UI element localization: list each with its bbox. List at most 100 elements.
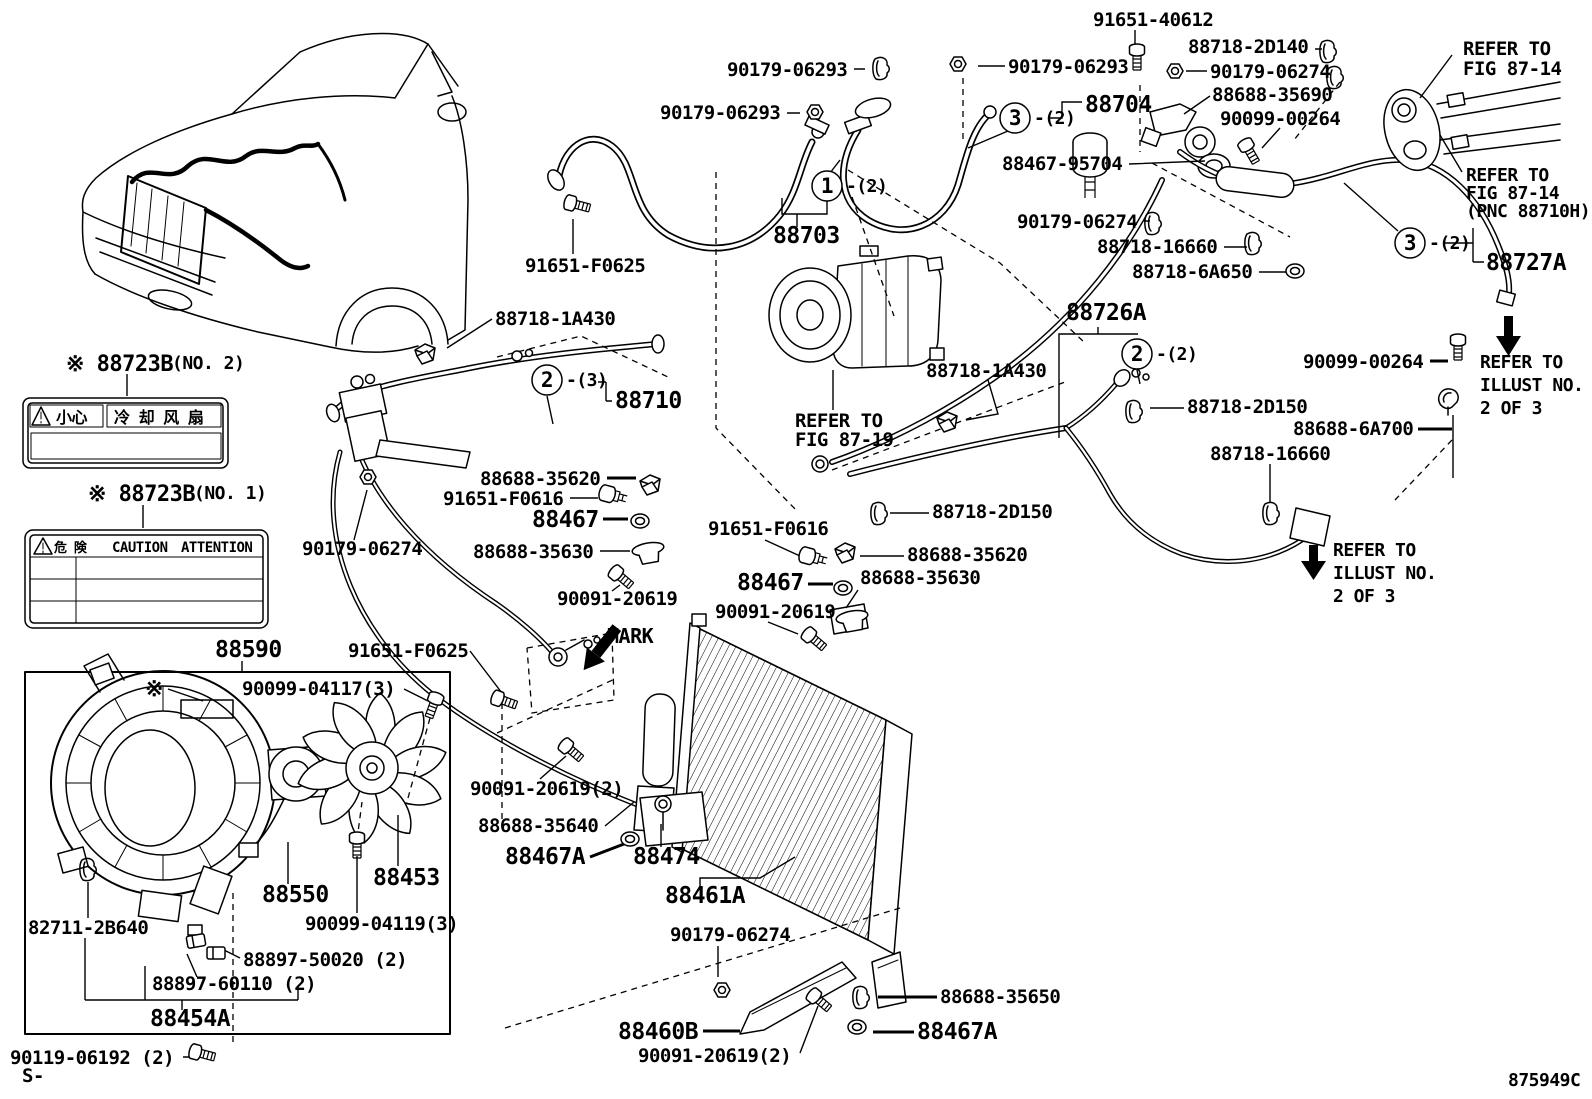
connector-icon <box>206 946 226 960</box>
mark-note: MARK <box>607 624 654 648</box>
part-label: 88467A <box>917 1019 998 1045</box>
part-label: 90091-20619(2) <box>470 778 623 800</box>
fan-shroud <box>50 653 276 936</box>
nut-icon <box>1166 63 1184 79</box>
part-label: (NO. 2) <box>172 353 244 374</box>
bolt-icon <box>1128 43 1146 71</box>
part-label: 90119-06192 (2) <box>10 1047 174 1069</box>
part-label: 88454A <box>150 1006 231 1032</box>
bolt-icon <box>186 1042 218 1066</box>
part-label: 88688-35650 <box>940 986 1060 1008</box>
refer-down-arrow <box>1301 545 1326 580</box>
part-label: 88897-60110 (2) <box>152 973 316 995</box>
part-label: 88897-50020 (2) <box>243 949 407 971</box>
part-label: 88467 <box>737 570 804 596</box>
drawing-code: 875949C <box>1508 1070 1580 1091</box>
caution-plate-main <box>24 529 269 629</box>
grommet-icon <box>1285 263 1305 279</box>
bracket-icon <box>834 542 856 564</box>
part-label: 88718-6A650 <box>1132 261 1252 283</box>
lower-stay-88460b <box>739 951 907 1035</box>
clip-icon <box>1319 39 1337 64</box>
part-label: 88703 <box>773 223 840 249</box>
part-label: ※ 88723B <box>88 482 195 507</box>
part-label: 90179-06274 <box>302 538 422 560</box>
part-label: 88688-35620 <box>907 544 1027 566</box>
part-label: 90091-20619(2) <box>638 1045 791 1067</box>
leader-lines-thick <box>589 359 1452 1034</box>
part-label: 88590 <box>215 637 282 663</box>
part-label: 88688-35690 <box>1212 84 1332 106</box>
pipe-88726a <box>847 368 1331 564</box>
part-label: 88704 <box>1085 92 1152 118</box>
fan-motor <box>238 745 327 858</box>
hose-88704 <box>839 97 997 234</box>
part-label: 88718-1A430 <box>495 308 615 330</box>
connector-icon <box>185 932 207 950</box>
part-label: 88718-2D150 <box>1187 396 1307 418</box>
part-label: 82711-2B640 <box>28 917 148 939</box>
cowl-flange <box>1383 81 1561 172</box>
vehicle-sketch <box>81 32 469 353</box>
bolt-icon <box>798 624 830 655</box>
part-label: ※ <box>145 677 163 702</box>
leader-lines <box>84 30 1484 1058</box>
bolt-icon <box>561 193 593 217</box>
part-label: 88550 <box>262 882 329 908</box>
part-label: 91651-F0616 <box>708 518 828 540</box>
part-label: 90091-20619 <box>715 601 835 623</box>
nut-icon <box>713 982 731 998</box>
callout-bubbles: 1-(2)3-(2)2-(3)2-(2)3-(2) <box>531 102 1471 396</box>
part-label: 90099-00264 <box>1220 108 1340 130</box>
nut-icon <box>359 469 377 485</box>
bolt-icon <box>1235 135 1264 167</box>
part-label: 88474 <box>633 844 700 870</box>
callout-2: 2 -(3) <box>531 364 608 396</box>
part-label: 88718-2D140 <box>1188 36 1308 58</box>
svg-text:-(2): -(2) <box>1034 108 1075 129</box>
hose-88703 <box>547 115 830 252</box>
part-label: 88467 <box>532 507 599 533</box>
part-label: 危 険 <box>54 540 88 556</box>
svg-text:1: 1 <box>821 174 833 198</box>
part-label: 88467A <box>505 844 586 870</box>
part-label: 90179-06274 <box>1210 61 1330 83</box>
bracket-icon <box>414 343 436 365</box>
black-arrows <box>583 316 1521 671</box>
cap-icon <box>630 539 667 567</box>
part-label: (NO. 1) <box>194 483 266 504</box>
nut-icon <box>949 56 967 72</box>
part-label: 91651-F0625 <box>525 255 645 277</box>
bolt-icon <box>421 689 446 721</box>
part-label: 90179-06274 <box>1017 211 1137 233</box>
callout-3: 3-(2) <box>1394 227 1471 259</box>
svg-text:-(2): -(2) <box>1156 344 1197 365</box>
series-note: S- <box>22 1065 44 1087</box>
part-label: 90099-04117(3) <box>242 678 395 700</box>
part-label: 90099-00264 <box>1303 351 1423 373</box>
part-label: 90179-06293 <box>1008 56 1128 78</box>
clip-icon <box>1244 231 1262 256</box>
clip-icon <box>1262 501 1280 526</box>
condenser <box>633 603 913 955</box>
part-label: 88718-1A430 <box>926 360 1046 382</box>
bolt-icon <box>488 688 520 713</box>
part-label: 91651-F0625 <box>348 640 468 662</box>
clip-icon <box>1125 399 1143 424</box>
callout-3: 3 -(2) <box>999 102 1076 134</box>
callout-1: 1-(2) <box>811 170 888 202</box>
part-label: 90179-06274 <box>670 924 790 946</box>
part-label: 90091-20619 <box>557 588 677 610</box>
part-label: 冷 却 风 扇 <box>114 408 203 427</box>
grommet-icon <box>630 513 650 529</box>
part-label: 88453 <box>373 865 440 891</box>
svg-text:2: 2 <box>541 368 553 392</box>
part-label: 90179-06293 <box>660 102 780 124</box>
part-label: CAUTION <box>112 540 168 556</box>
svg-text:-(3): -(3) <box>566 370 607 391</box>
svg-text:3: 3 <box>1009 106 1021 130</box>
